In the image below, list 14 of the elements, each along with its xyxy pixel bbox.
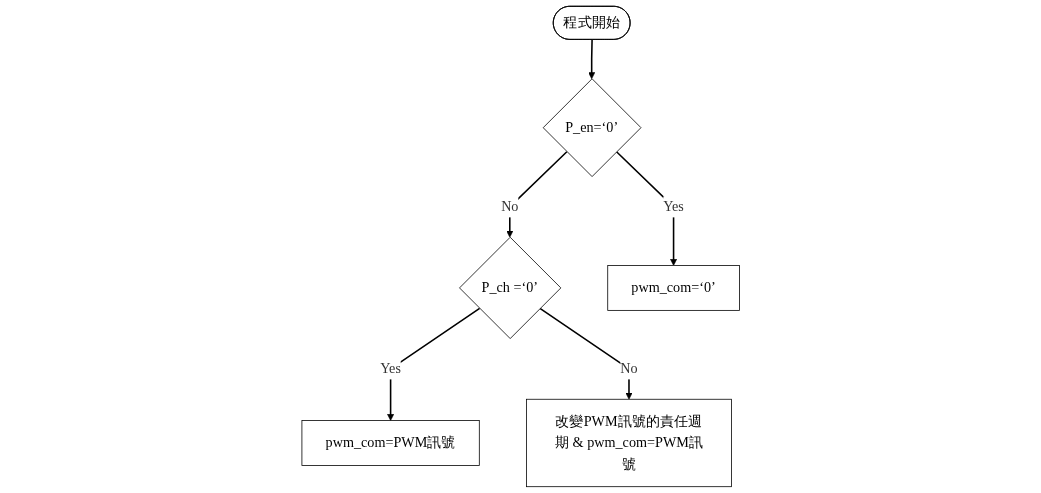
node-box: pwm_com=‘0’	[607, 265, 740, 311]
arrow	[588, 39, 595, 80]
edge-label: No	[500, 198, 519, 215]
edge-label: No	[620, 360, 638, 377]
edge-label: Yes	[380, 360, 401, 377]
node-diamond: P_ch =‘0’	[458, 236, 562, 339]
node-box: 改變PWM訊號的責任週期 & pwm_com=PWM訊號	[526, 398, 732, 488]
node-box: pwm_com=PWM訊號	[301, 420, 480, 466]
arrow	[539, 307, 633, 400]
node-diamond: P_en=‘0’	[542, 78, 642, 177]
edge-label: Yes	[663, 198, 684, 215]
arrow	[615, 150, 677, 266]
arrow	[506, 150, 568, 238]
arrow	[386, 307, 481, 421]
